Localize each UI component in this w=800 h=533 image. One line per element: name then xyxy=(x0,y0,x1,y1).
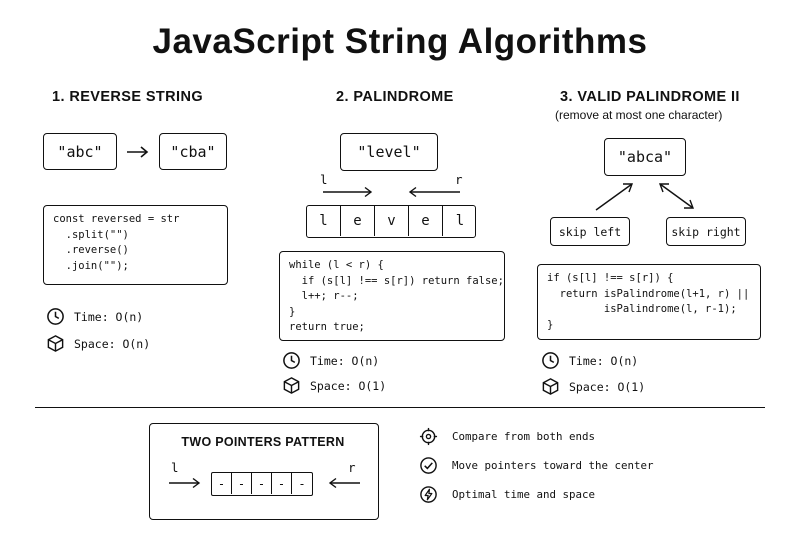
feature-text: Move pointers toward the center xyxy=(452,459,654,472)
reverse-output-box: "cba" xyxy=(159,133,227,170)
reverse-time-text: Time: O(n) xyxy=(74,309,144,324)
palindrome-right-pointer-label: r xyxy=(455,172,463,187)
cube-icon xyxy=(47,335,64,352)
valid-palindrome-space-text: Space: O(1) xyxy=(569,379,646,394)
palindrome-left-pointer-label: l xyxy=(320,172,328,187)
left-arrow-icon xyxy=(328,477,360,489)
left-arrow-icon xyxy=(408,186,460,198)
cube-icon xyxy=(542,378,559,395)
valid-palindrome-space: Space: O(1) xyxy=(541,377,645,396)
array-cell: v xyxy=(375,206,409,236)
palindrome-time-text: Time: O(n) xyxy=(310,353,380,368)
array-cell: e xyxy=(341,206,375,236)
page-title: JavaScript String Algorithms xyxy=(152,22,648,61)
lightning-icon xyxy=(420,486,437,503)
valid-palindrome-input-text: "abca" xyxy=(617,148,673,166)
two-pointers-pattern-box: TWO POINTERS PATTERN l - - - - - r xyxy=(149,423,379,520)
pattern-array: - - - - - xyxy=(211,472,313,496)
palindrome-space: Space: O(1) xyxy=(282,376,386,395)
valid-palindrome-time: Time: O(n) xyxy=(541,351,638,370)
palindrome-input-box: "level" xyxy=(340,133,438,171)
pattern-title: TWO POINTERS PATTERN xyxy=(181,435,345,449)
reverse-space: Space: O(n) xyxy=(46,334,150,353)
right-arrow-icon xyxy=(169,477,201,489)
cube-icon xyxy=(283,377,300,394)
target-icon xyxy=(419,427,438,446)
array-cell: e xyxy=(409,206,443,236)
section-3-subheading: (remove at most one character) xyxy=(555,108,723,122)
valid-palindrome-input-box: "abca" xyxy=(604,138,686,176)
palindrome-input-text: "level" xyxy=(357,143,421,161)
array-cell: l xyxy=(455,213,465,229)
feature-item: Optimal time and space xyxy=(419,485,595,504)
pattern-left-pointer-label: l xyxy=(171,460,179,475)
reverse-code-block: const reversed = str .split("") .reverse… xyxy=(43,205,228,285)
skip-right-box: skip right xyxy=(666,217,746,246)
section-3-heading: 3. VALID PALINDROME II xyxy=(560,89,740,105)
skip-left-text: skip left xyxy=(558,224,622,239)
reverse-input-box: "abc" xyxy=(43,133,117,170)
reverse-output-text: "cba" xyxy=(170,142,216,161)
skip-left-box: skip left xyxy=(550,217,630,246)
palindrome-time: Time: O(n) xyxy=(282,351,379,370)
clock-icon xyxy=(542,352,559,369)
reverse-space-text: Space: O(n) xyxy=(74,336,151,351)
valid-palindrome-time-text: Time: O(n) xyxy=(569,353,639,368)
palindrome-space-text: Space: O(1) xyxy=(310,378,387,393)
feature-item: Move pointers toward the center xyxy=(419,456,654,475)
valid-palindrome-code-block: if (s[l] !== s[r]) { return isPalindrome… xyxy=(537,264,761,340)
pattern-cell: - xyxy=(212,473,232,494)
palindrome-code-block: while (l < r) { if (s[l] !== s[r]) retur… xyxy=(279,251,505,341)
branch-arrows-icon xyxy=(595,183,695,211)
right-arrow-icon xyxy=(127,146,149,158)
pattern-cell: - xyxy=(252,473,272,494)
clock-icon xyxy=(47,308,64,325)
reverse-time: Time: O(n) xyxy=(46,307,143,326)
palindrome-array: l e v e l xyxy=(306,205,476,238)
right-arrow-icon xyxy=(323,186,373,198)
pattern-cell: - xyxy=(232,473,252,494)
skip-right-text: skip right xyxy=(671,224,741,239)
clock-icon xyxy=(283,352,300,369)
pattern-cell: - xyxy=(298,476,306,491)
array-cell: l xyxy=(307,206,341,236)
reverse-input-text: "abc" xyxy=(57,142,103,161)
feature-text: Optimal time and space xyxy=(452,488,596,501)
pattern-cell: - xyxy=(272,473,292,494)
check-circle-icon xyxy=(420,457,437,474)
feature-text: Compare from both ends xyxy=(452,430,596,443)
section-2-heading: 2. PALINDROME xyxy=(336,89,454,105)
section-divider xyxy=(35,407,765,408)
feature-item: Compare from both ends xyxy=(419,427,595,446)
pattern-right-pointer-label: r xyxy=(348,460,356,475)
section-1-heading: 1. REVERSE STRING xyxy=(52,89,204,105)
